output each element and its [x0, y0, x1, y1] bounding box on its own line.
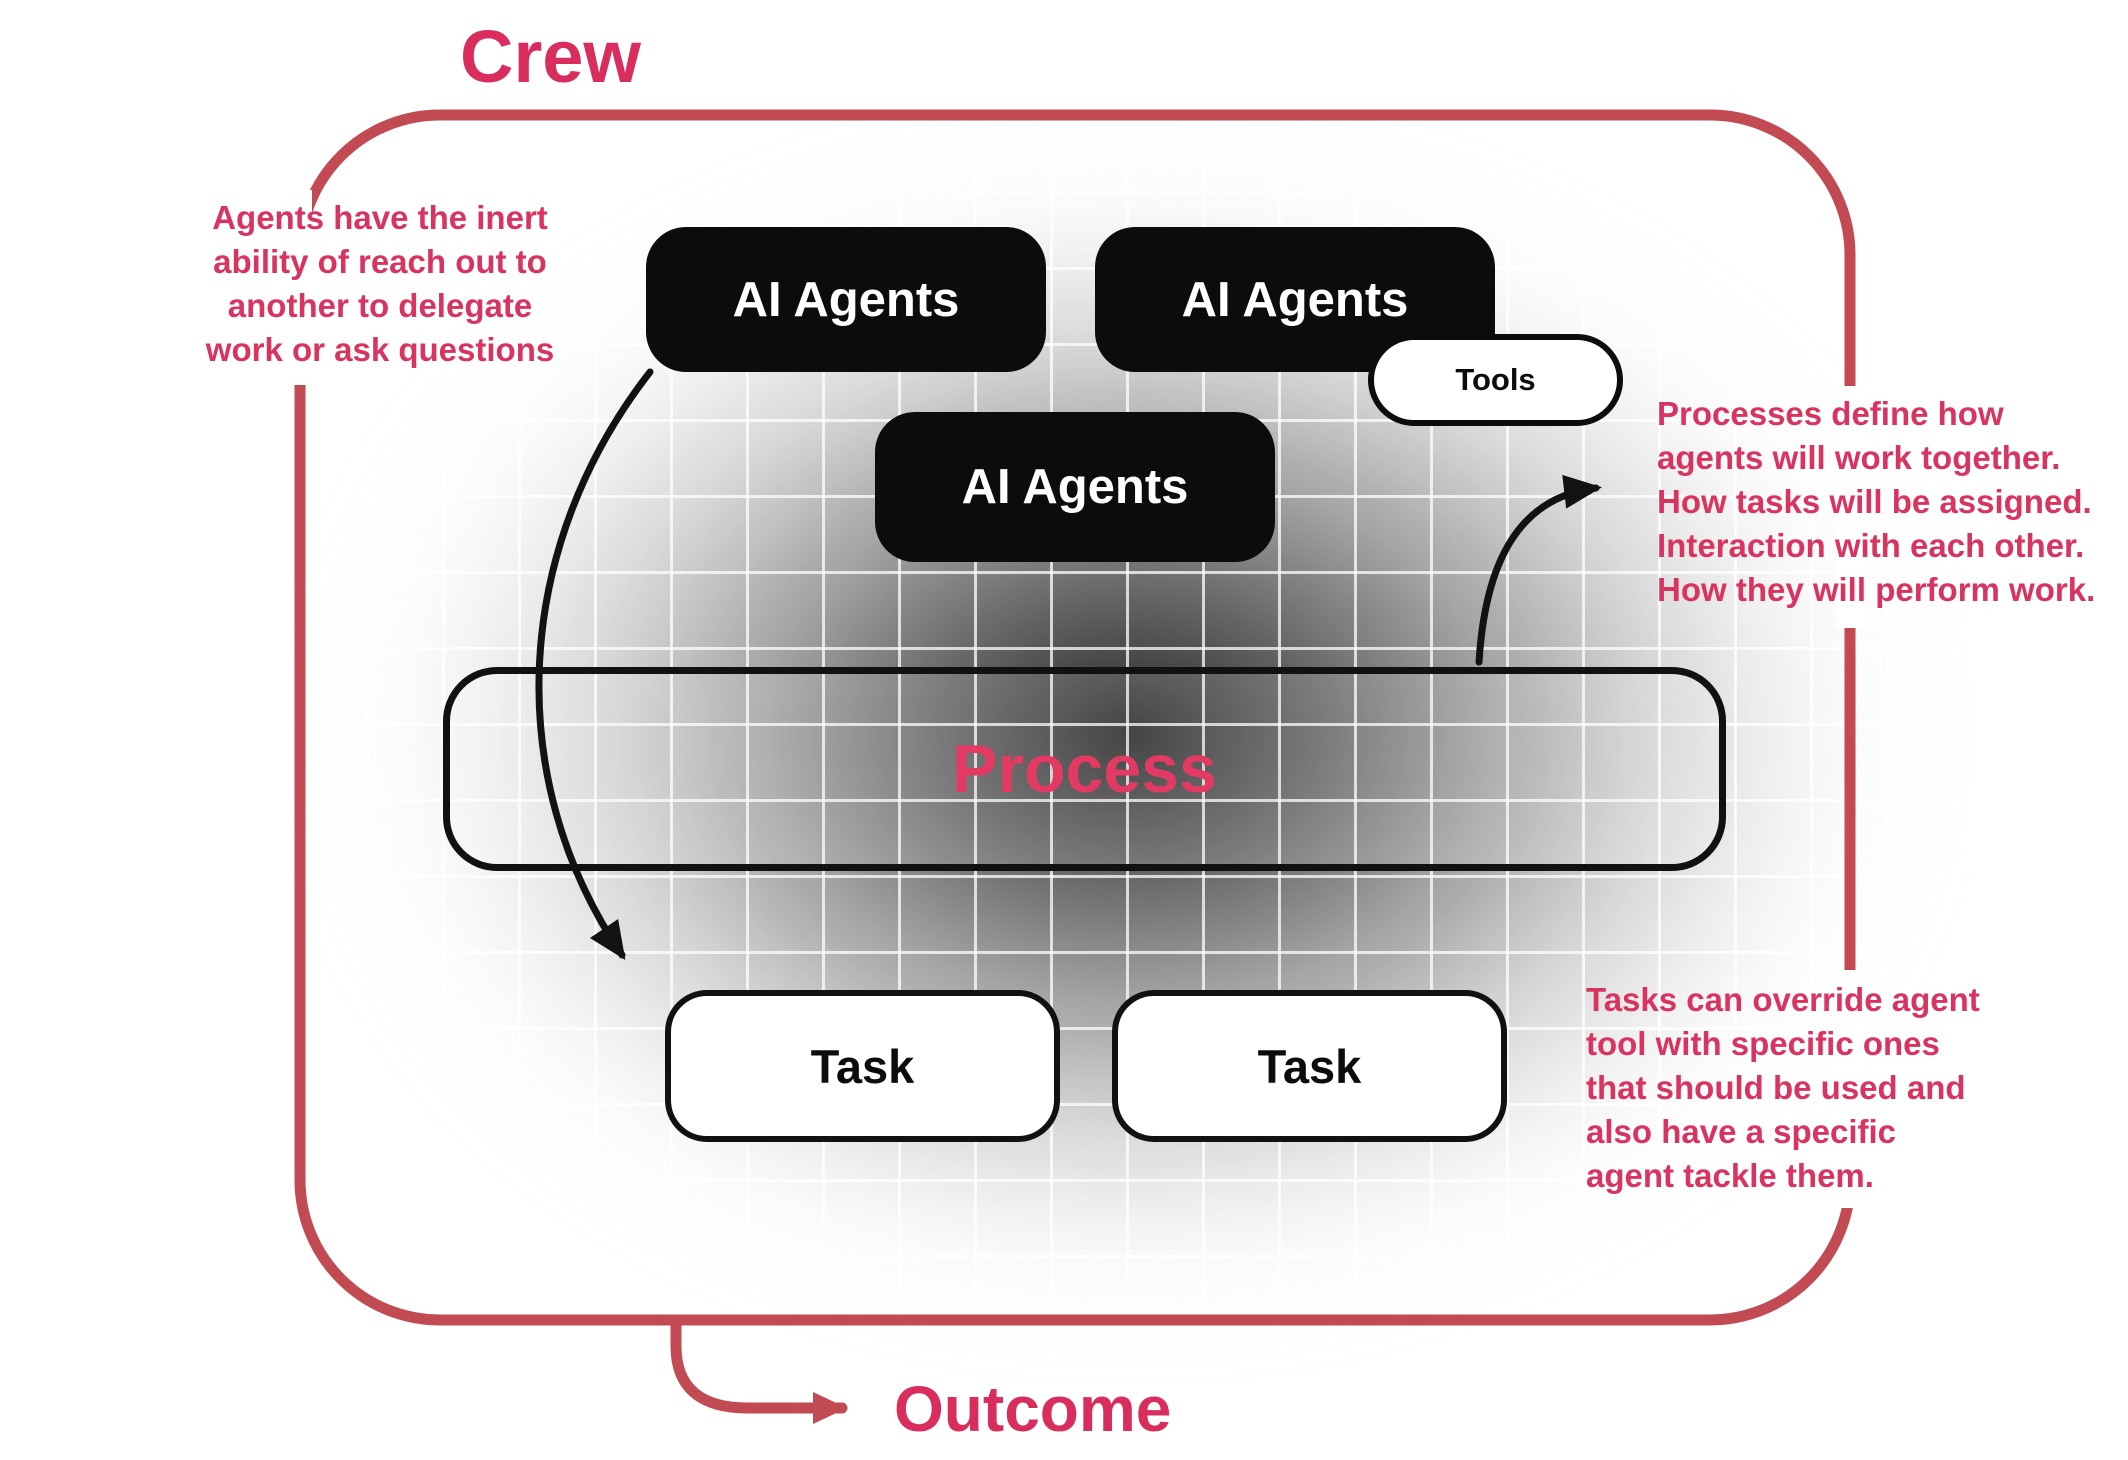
task-box-right: Task — [1112, 990, 1507, 1142]
border-gap-left-annotation — [288, 190, 312, 385]
task-label: Task — [810, 1039, 915, 1093]
ai-agents-box-left: AI Agents — [646, 227, 1046, 372]
outcome-connector-arrow — [670, 1314, 848, 1424]
task-box-left: Task — [665, 990, 1060, 1142]
delegation-arrow — [535, 368, 654, 960]
tools-label: Tools — [1455, 362, 1536, 397]
process-definition-annotation: Processes define how agents will work to… — [1657, 395, 2096, 608]
ai-agents-box-center: AI Agents — [875, 412, 1275, 562]
process-box: Process — [443, 667, 1726, 871]
ai-agents-label: AI Agents — [732, 272, 960, 327]
process-annotation-arrow — [1475, 474, 1602, 666]
crew-label: Crew — [460, 15, 641, 98]
tools-box: Tools — [1368, 334, 1623, 426]
agents-delegation-annotation: Agents have the inert ability of reach o… — [205, 199, 555, 368]
tasks-override-annotation: Tasks can override agent tool with speci… — [1586, 981, 1980, 1194]
crew-border — [294, 109, 1856, 1326]
task-label: Task — [1257, 1039, 1362, 1093]
border-gap-bottom-annotation — [1836, 970, 1864, 1208]
outcome-label: Outcome — [894, 1373, 1172, 1445]
process-label: Process — [952, 731, 1217, 807]
border-gap-right-annotation — [1836, 386, 1864, 628]
ai-agents-label: AI Agents — [961, 460, 1189, 514]
ai-agents-label: AI Agents — [1181, 272, 1409, 327]
